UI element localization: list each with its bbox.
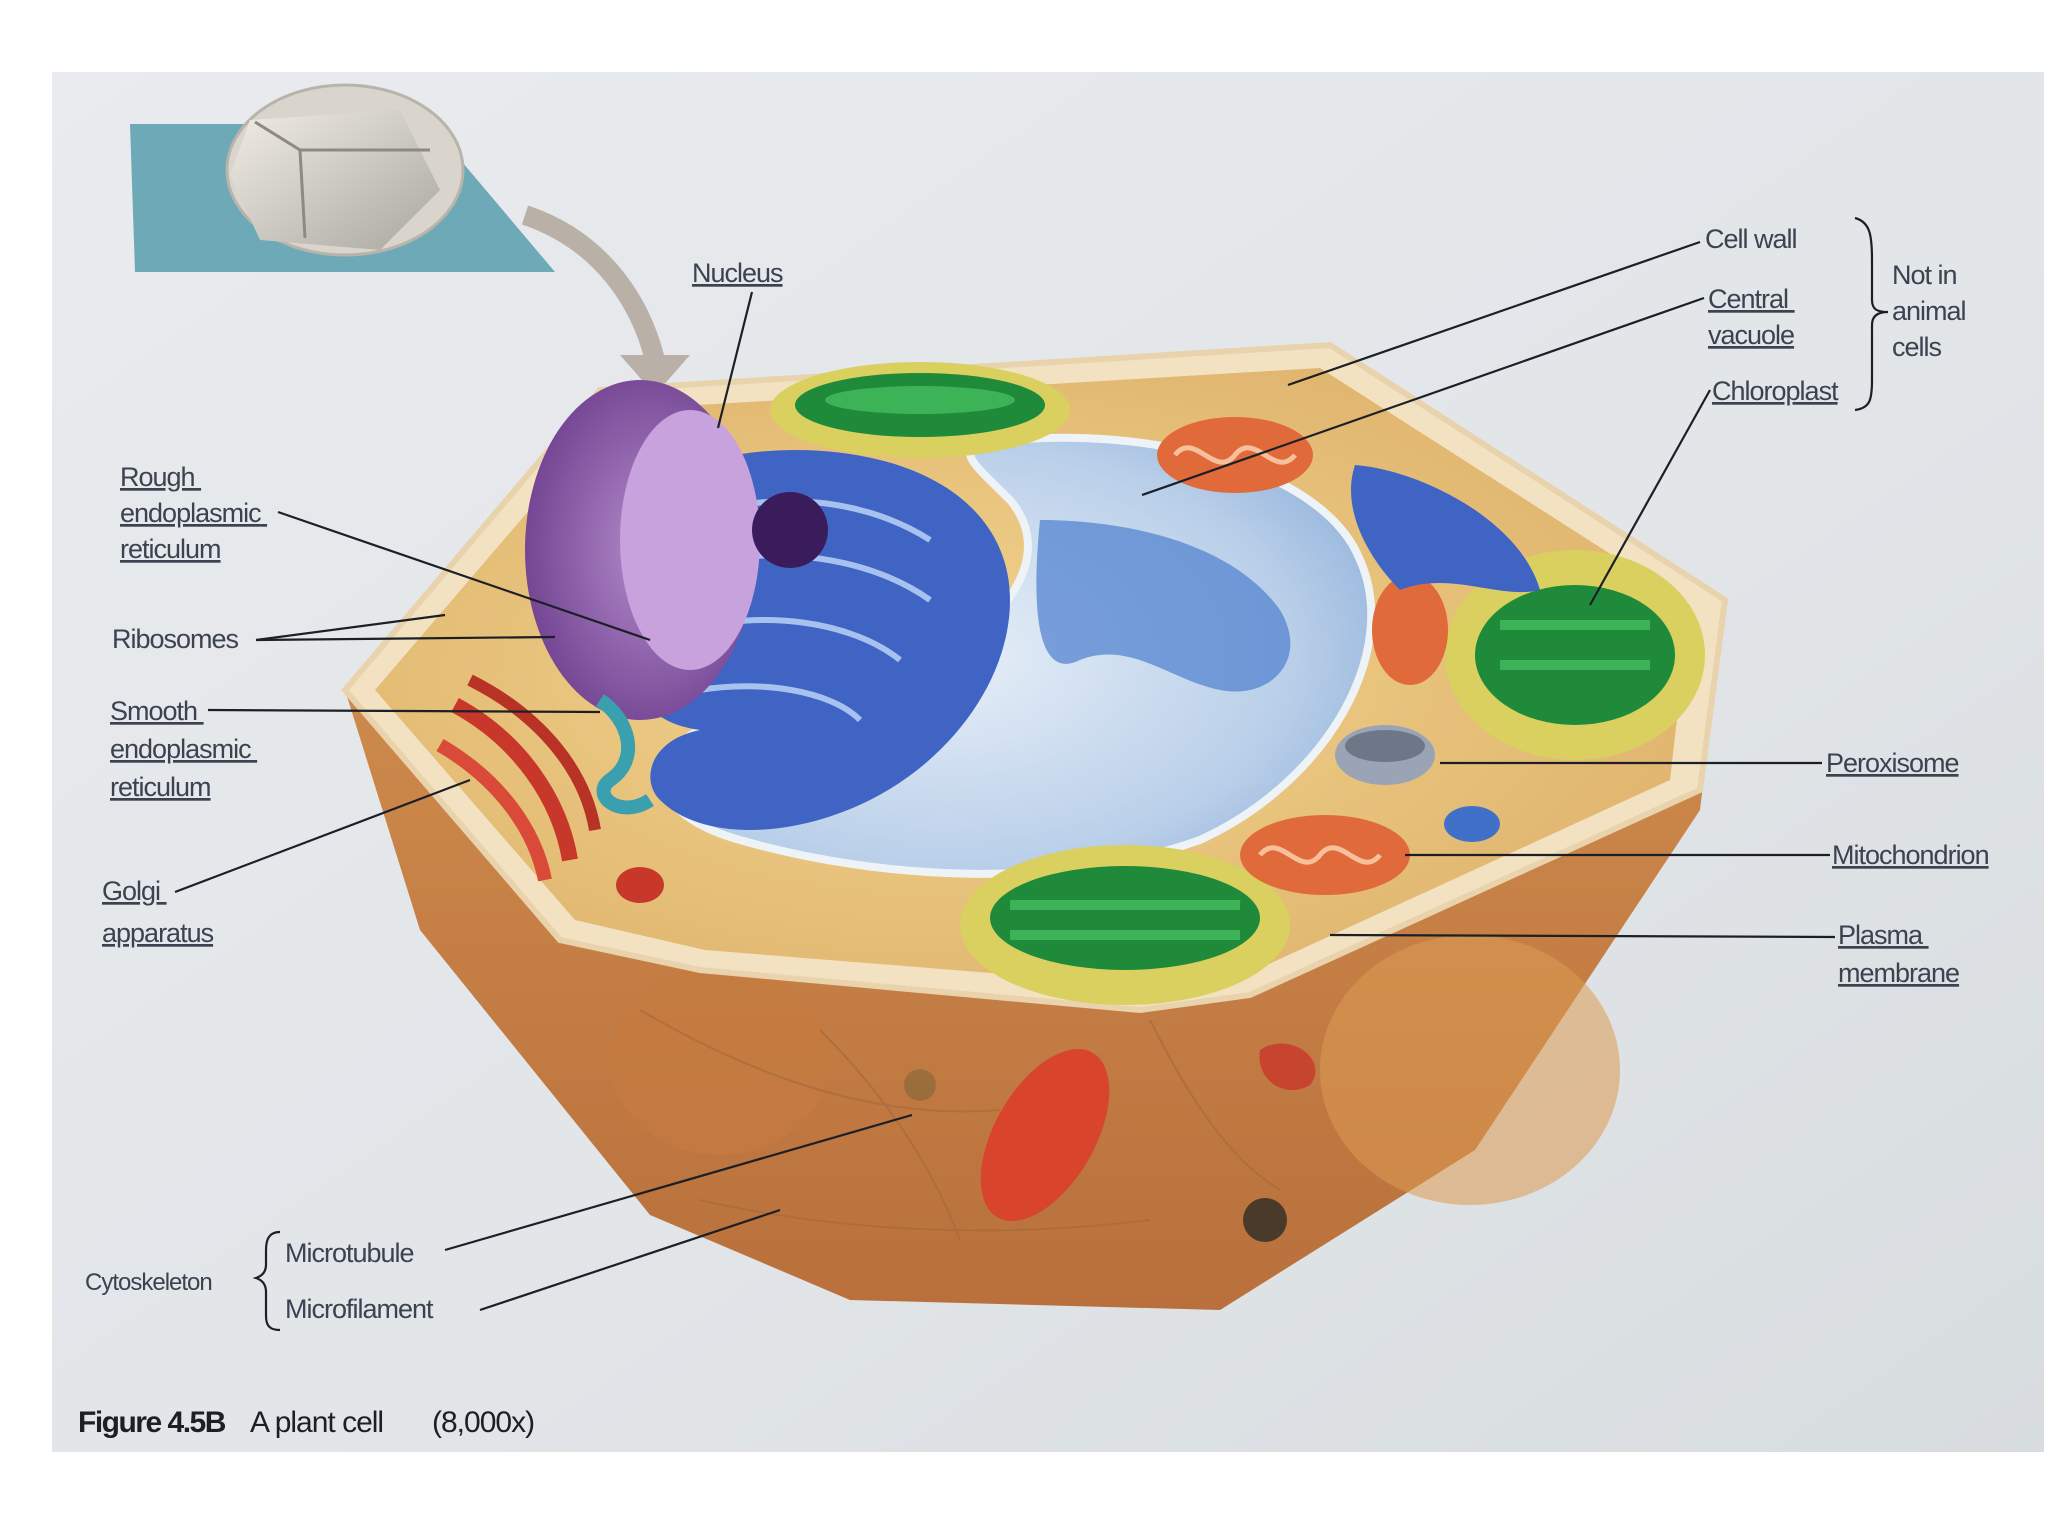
nucleolus	[752, 492, 828, 568]
mitochondrion-front	[1240, 815, 1410, 895]
label-not-in-animal-line-2: animal	[1892, 296, 1966, 326]
label-plasma-membrane-line-2: membrane	[1838, 958, 1959, 988]
label-not-in-animal-line-1: Not in	[1892, 260, 1957, 290]
caption-title: A plant cell	[250, 1406, 383, 1439]
label-chloroplast: Chloroplast	[1712, 376, 1839, 406]
label-central-vacuole-line-2: vacuole	[1708, 320, 1794, 350]
label-smooth-er-line-1: Smooth	[110, 696, 197, 726]
label-ribosomes: Ribosomes	[112, 624, 239, 654]
label-plasma-membrane-line-1: Plasma	[1838, 920, 1924, 950]
label-smooth-er-line-3: reticulum	[110, 772, 211, 802]
label-rough-er-line-2: endoplasmic	[120, 498, 261, 528]
label-golgi-line-1: Golgi	[102, 876, 160, 906]
label-microfilament: Microfilament	[285, 1294, 434, 1324]
label-peroxisome: Peroxisome	[1826, 748, 1959, 778]
chloroplast-front	[960, 845, 1290, 1005]
label-central-vacuole-line-1: Central	[1708, 284, 1788, 314]
label-rough-er-line-1: Rough	[120, 462, 195, 492]
label-nucleus: Nucleus	[692, 258, 783, 288]
figure-caption: Figure 4.5B A plant cell (8,000x)	[78, 1406, 534, 1439]
label-not-in-animal-line-3: cells	[1892, 332, 1942, 362]
label-microtubule: Microtubule	[285, 1238, 414, 1268]
label-smooth-er-line-2: endoplasmic	[110, 734, 251, 764]
label-rough-er-line-3: reticulum	[120, 534, 221, 564]
caption-figure-number: Figure 4.5B	[78, 1406, 226, 1439]
caption-magnification: (8,000x)	[432, 1406, 534, 1439]
label-mitochondrion: Mitochondrion	[1832, 840, 1989, 870]
label-golgi-line-2: apparatus	[102, 918, 214, 948]
vesicle	[1444, 806, 1500, 842]
peroxisome	[1335, 725, 1435, 785]
mitochondrion-side	[1372, 575, 1448, 685]
side-organelle	[1243, 1198, 1287, 1242]
label-cytoskeleton: Cytoskeleton	[85, 1269, 212, 1296]
label-cell-wall: Cell wall	[1705, 224, 1797, 254]
chloroplast-top	[770, 362, 1070, 458]
